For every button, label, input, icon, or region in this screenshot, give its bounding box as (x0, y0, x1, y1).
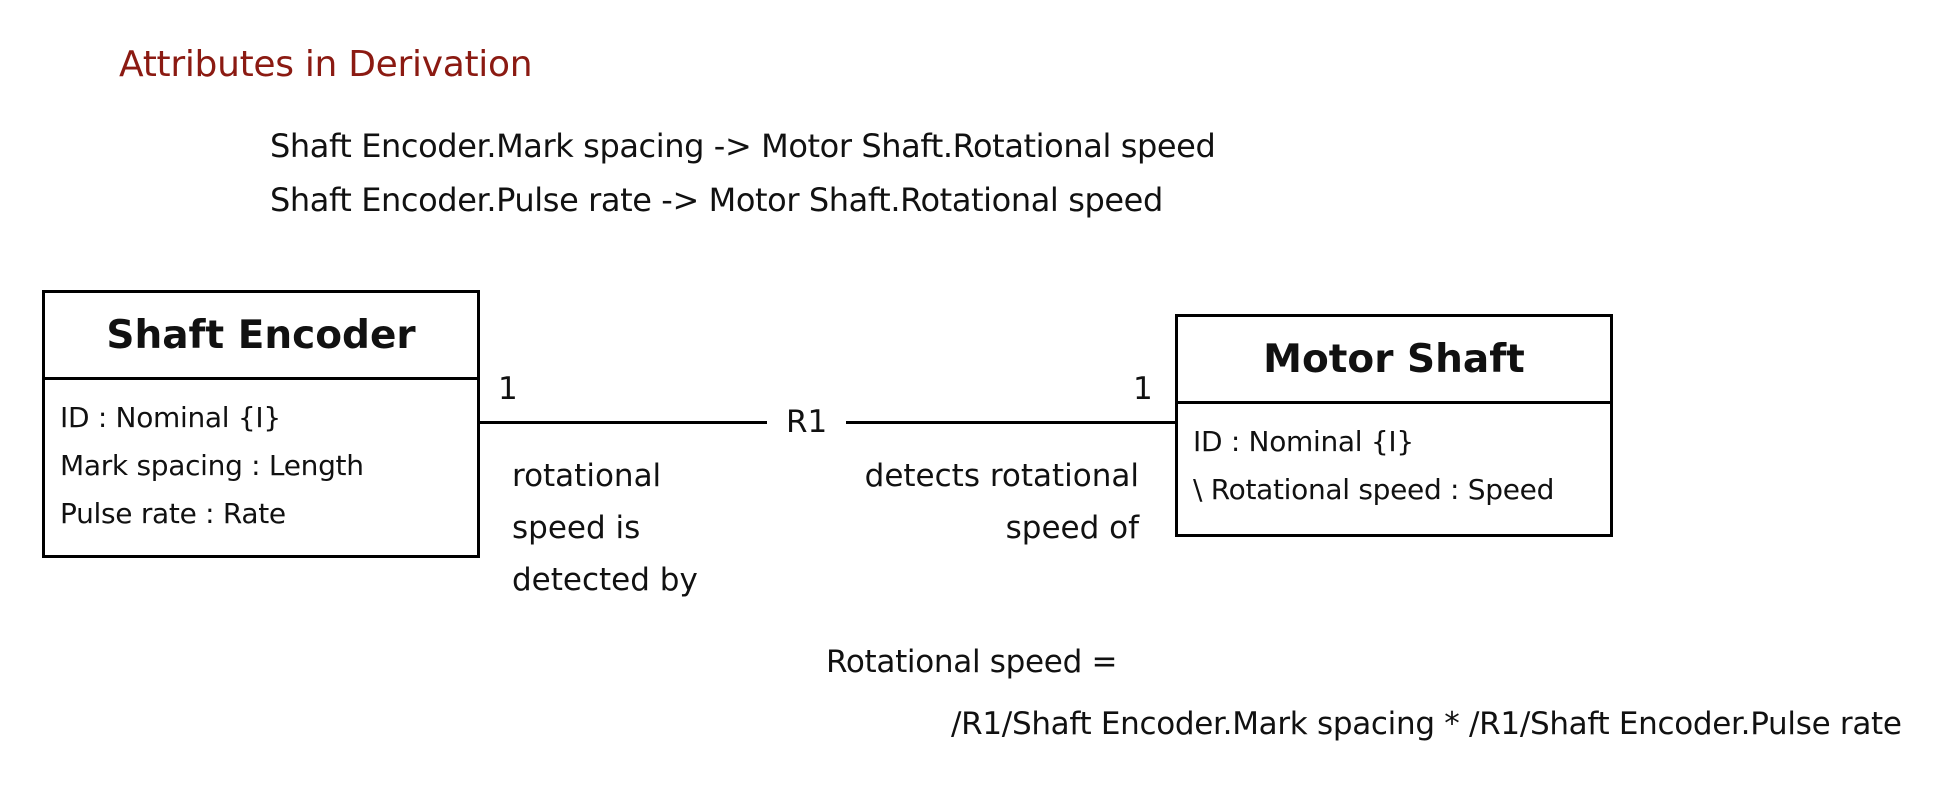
shaft-encoder-class-name: Shaft Encoder (45, 293, 477, 380)
shaft-encoder-attr-pulse-rate: Pulse rate : Rate (60, 497, 286, 530)
motor-shaft-attr-rotational-speed: \ Rotational speed : Speed (1193, 473, 1555, 506)
formula-line-2: /R1/Shaft Encoder.Mark spacing * /R1/Sha… (951, 706, 1902, 742)
right-role-phrase-line: detects rotational (864, 458, 1139, 494)
left-role-phrase: rotational speed is detected by (512, 450, 698, 606)
association-line-left (480, 421, 767, 424)
formula-line-1: Rotational speed = (826, 644, 1118, 680)
derivation-rule-pulse-rate: Shaft Encoder.Pulse rate -> Motor Shaft.… (270, 181, 1163, 219)
derivation-rule-mark-spacing: Shaft Encoder.Mark spacing -> Motor Shaf… (270, 127, 1216, 165)
right-multiplicity: 1 (1133, 371, 1153, 407)
association-line-right (846, 421, 1175, 424)
shaft-encoder-attr-mark-spacing: Mark spacing : Length (60, 449, 364, 482)
left-multiplicity: 1 (498, 371, 518, 407)
right-role-phrase-line: speed of (1005, 510, 1139, 546)
shaft-encoder-attr-id: ID : Nominal {I} (60, 401, 281, 434)
left-role-phrase-line: detected by (512, 562, 698, 598)
motor-shaft-attr-id: ID : Nominal {I} (1193, 425, 1414, 458)
motor-shaft-class-name: Motor Shaft (1178, 317, 1610, 404)
motor-shaft-class: Motor Shaft ID : Nominal {I} \ Rotationa… (1175, 314, 1613, 537)
left-role-phrase-line: rotational (512, 458, 662, 494)
right-role-phrase: detects rotational speed of (865, 450, 1139, 554)
association-label: R1 (786, 404, 828, 440)
page-title: Attributes in Derivation (119, 44, 533, 85)
left-role-phrase-line: speed is (512, 510, 641, 546)
shaft-encoder-class: Shaft Encoder ID : Nominal {I} Mark spac… (42, 290, 480, 558)
